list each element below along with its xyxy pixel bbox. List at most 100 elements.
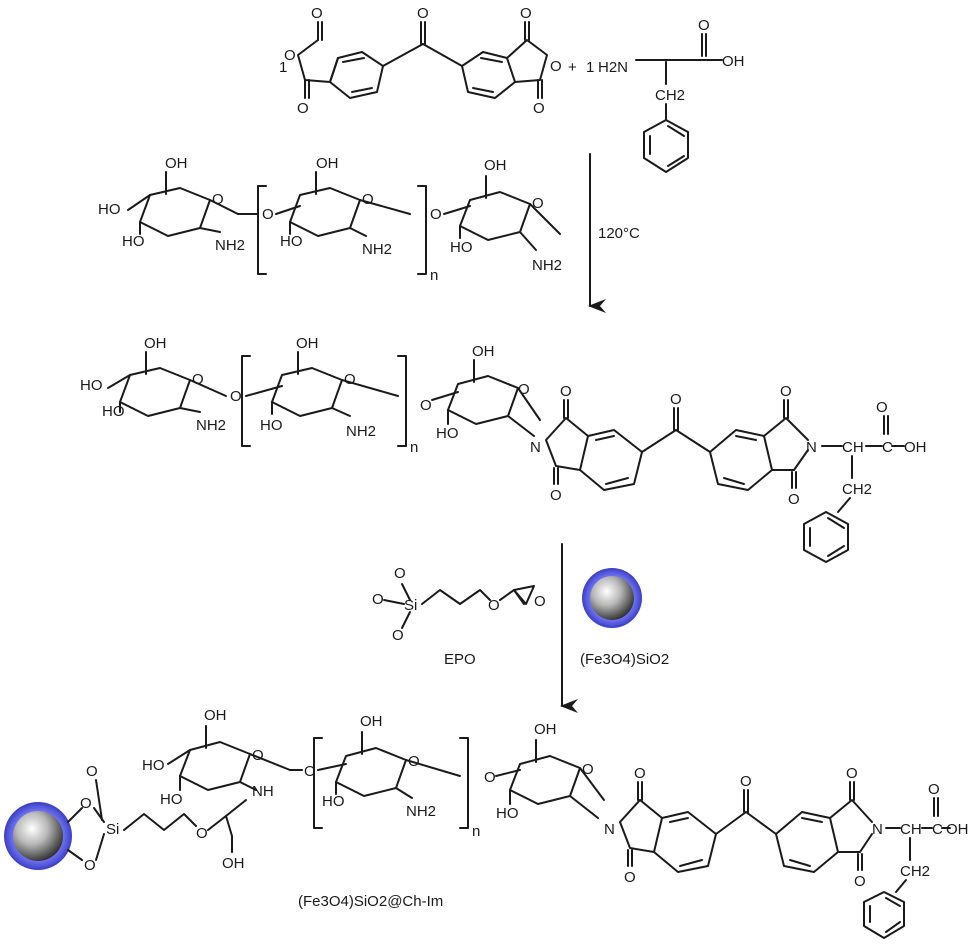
atom-o-ring: O (252, 747, 264, 764)
atom-nh2: NH2 (406, 803, 436, 820)
atom-o-imide: O (560, 383, 572, 400)
atom-o-ketone: O (740, 773, 752, 790)
atom-n-imide: N (806, 439, 817, 456)
plus-sign: + (568, 59, 577, 76)
atom-o-ring: O (582, 761, 594, 778)
atom-ho: HO (80, 377, 103, 394)
atom-oh: OH (484, 157, 507, 174)
atom-o-carbonyl: O (311, 5, 323, 22)
atom-oh: OH (222, 855, 245, 872)
atom-ho: HO (260, 417, 283, 434)
atom-ch: CH (842, 439, 864, 456)
atom-o-ether: O (488, 597, 500, 614)
atom-n-imide: N (530, 439, 541, 456)
chitosan: OH HO HO O NH2 O OH HO O NH2 n O OH HO O (98, 155, 562, 284)
atom-oh: OH (534, 721, 557, 738)
atom-oh: OH (144, 335, 167, 352)
atom-ho: HO (98, 201, 121, 218)
phenylalanine: 1 H2N O OH CH2 (586, 17, 745, 173)
atom-o-ring: O (362, 191, 374, 208)
atom-oh-acid: OH (946, 821, 969, 838)
atom-ho: HO (280, 233, 303, 250)
atom-oh-acid: OH (722, 53, 745, 70)
atom-c-acid: C (932, 821, 943, 838)
chitosan-imide: OH HO HO O NH2 O OH HO O NH2 n O OH HO O… (80, 335, 927, 563)
atom-o: O (372, 591, 384, 608)
final-product: O O O Si O OH NH OH HO HO O O OH HO O (4, 707, 969, 939)
condition-temperature: 120°C (598, 225, 640, 242)
atom-nh2: NH2 (215, 237, 245, 254)
atom-si: Si (404, 597, 417, 614)
atom-o-imide: O (550, 487, 562, 504)
atom-nh2: NH2 (532, 257, 562, 274)
atom-o-glycosidic: O (230, 388, 242, 405)
repeat-n: n (430, 267, 438, 284)
atom-ho: HO (450, 239, 473, 256)
coefficient-anhydride: 1 (279, 59, 287, 76)
btda-dianhydride: 1 O O O O O O O (279, 5, 562, 117)
atom-o-imide: O (846, 765, 858, 782)
atom-h2n: H2N (598, 59, 628, 76)
atom-ho: HO (322, 793, 345, 810)
atom-nh2: NH2 (196, 417, 226, 434)
atom-oh: OH (472, 343, 495, 360)
atom-o-glycosidic: O (430, 206, 442, 223)
atom-o-ring: O (518, 381, 530, 398)
atom-oh-acid: OH (904, 439, 927, 456)
atom-ho: HO (102, 403, 125, 420)
atom-oh: OH (204, 707, 227, 724)
atom-c-acid: C (882, 439, 893, 456)
atom-ch2: CH2 (655, 87, 685, 104)
epo-reagent: O O Si O O O (372, 565, 546, 644)
atom-o-ring: O (284, 47, 296, 64)
atom-o-imide: O (780, 383, 792, 400)
coefficient-amino: 1 (586, 59, 594, 76)
atom-o: O (80, 795, 92, 812)
label-final-product: (Fe3O4)SiO2@Ch-Im (298, 893, 443, 910)
atom-o-carbonyl: O (297, 100, 309, 117)
atom-o-carbonyl: O (520, 5, 532, 22)
atom-o-acid: O (928, 781, 940, 798)
atom-o: O (392, 627, 404, 644)
repeat-n: n (410, 439, 418, 456)
atom-o: O (394, 565, 406, 582)
atom-o-ring: O (532, 195, 544, 212)
atom-o: O (84, 857, 96, 874)
label-particle: (Fe3O4)SiO2 (580, 651, 669, 668)
atom-o-ether: O (196, 825, 208, 842)
atom-o-ketone: O (670, 391, 682, 408)
atom-o-ring: O (212, 191, 224, 208)
atom-ho: HO (436, 425, 459, 442)
atom-ch2: CH2 (900, 863, 930, 880)
atom-o-imide: O (788, 491, 800, 508)
atom-o-ring: O (192, 371, 204, 388)
atom-o-imide: O (634, 765, 646, 782)
atom-o-acid: O (698, 17, 710, 34)
atom-ho: HO (160, 791, 183, 808)
atom-ho: HO (496, 805, 519, 822)
atom-o-imide: O (854, 873, 866, 890)
atom-o: O (86, 763, 98, 780)
atom-oh: OH (360, 713, 383, 730)
atom-ho: HO (122, 233, 145, 250)
atom-nh2: NH2 (346, 423, 376, 440)
atom-n-imide: N (872, 821, 883, 838)
atom-o-epoxide: O (534, 593, 546, 610)
atom-ho: HO (142, 757, 165, 774)
atom-o-glycosidic: O (304, 763, 316, 780)
atom-o-ring: O (344, 371, 356, 388)
particle-icon-reagent (582, 568, 642, 628)
atom-n-imide: N (604, 821, 615, 838)
atom-o-acid: O (876, 399, 888, 416)
atom-o-glycosidic: O (262, 206, 274, 223)
repeat-n: n (472, 823, 480, 840)
label-epo: EPO (444, 651, 476, 668)
atom-o-ketone: O (417, 5, 429, 22)
atom-si: Si (106, 821, 119, 838)
atom-o-ring: O (550, 58, 562, 75)
atom-o-glycosidic: O (484, 769, 496, 786)
atom-oh: OH (316, 155, 339, 172)
particle-icon-product (4, 802, 72, 870)
